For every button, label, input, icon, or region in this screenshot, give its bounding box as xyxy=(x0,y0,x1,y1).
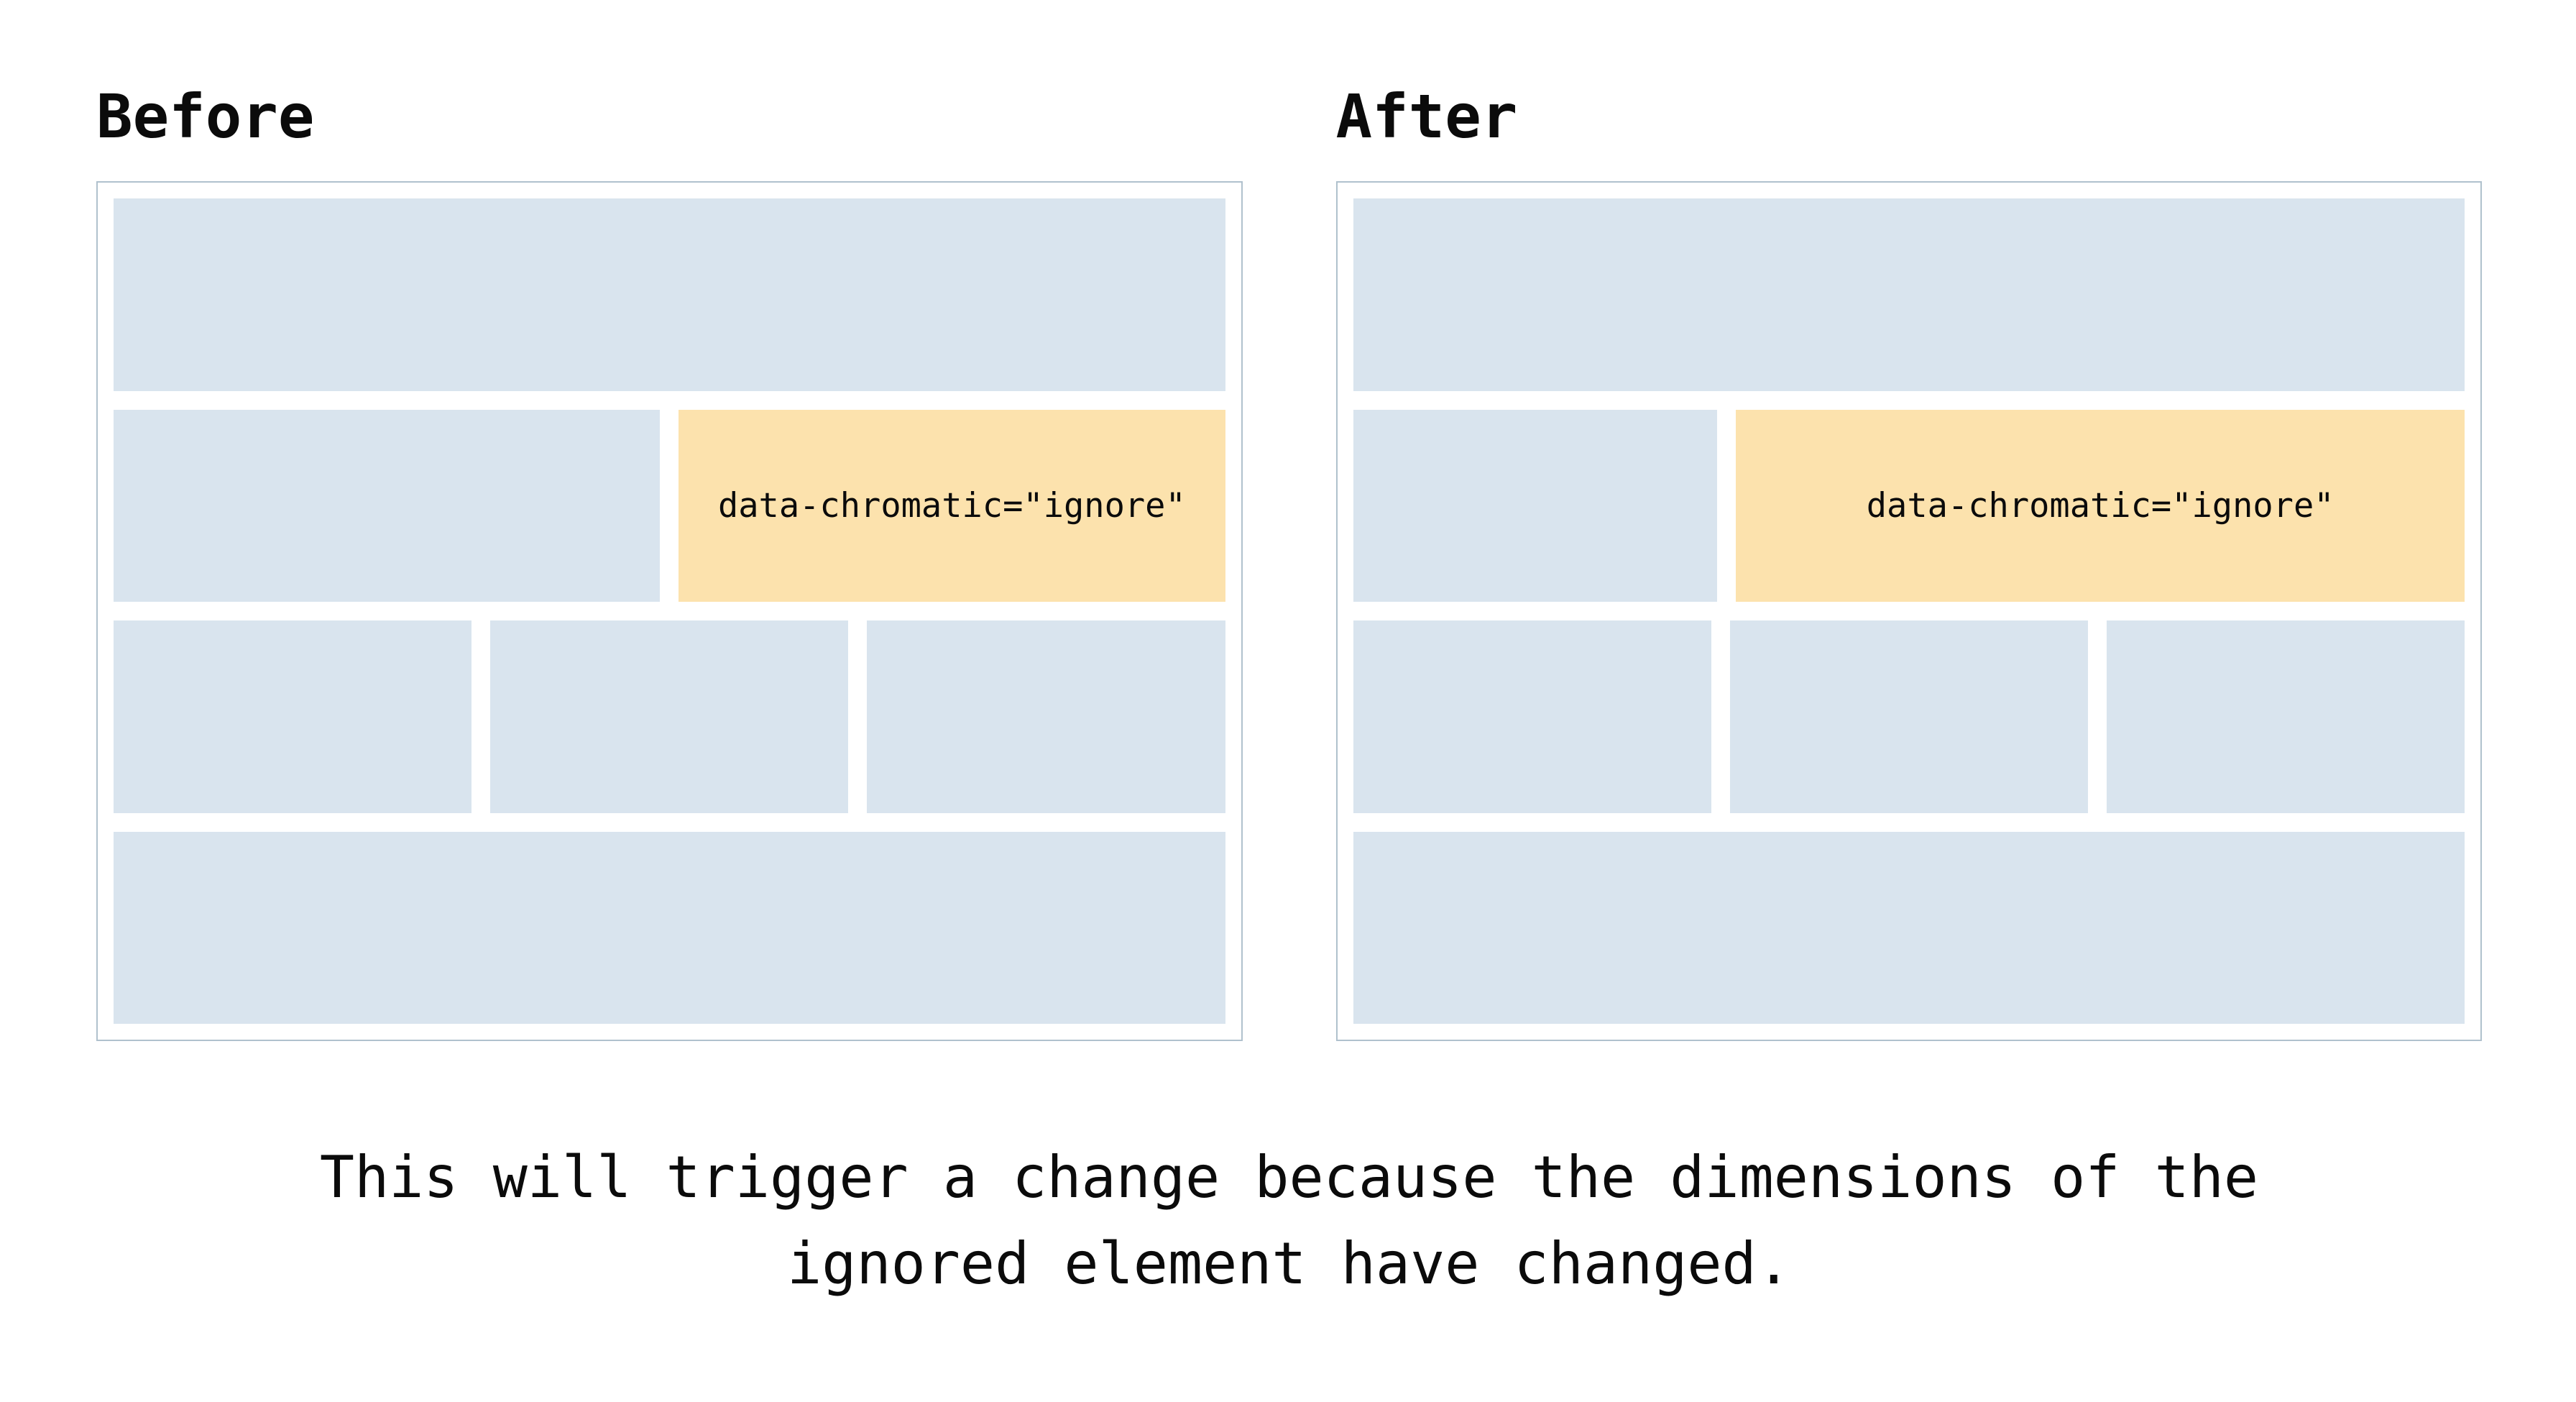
after-wireframe-panel: data-chromatic="ignore" xyxy=(1335,181,2482,1041)
panel-row-grid xyxy=(114,620,1225,813)
ignored-element: data-chromatic="ignore" xyxy=(1736,409,2465,602)
footer-block xyxy=(114,831,1225,1024)
grid-block xyxy=(1729,620,2088,813)
before-wireframe-panel: data-chromatic="ignore" xyxy=(96,181,1243,1041)
panel-row-grid xyxy=(1353,620,2465,813)
grid-block xyxy=(867,620,1225,813)
panel-row-header xyxy=(114,198,1225,391)
grid-block xyxy=(1353,620,1711,813)
panel-row-footer xyxy=(114,831,1225,1024)
after-title: After xyxy=(1335,81,1518,152)
panel-row-ignore: data-chromatic="ignore" xyxy=(114,409,1225,602)
header-block xyxy=(114,198,1225,391)
panel-row-header xyxy=(1353,198,2465,391)
content-block xyxy=(1353,409,1718,602)
ignore-attribute-label: data-chromatic="ignore" xyxy=(1866,485,2334,526)
before-title: Before xyxy=(96,81,315,152)
figure-caption: This will trigger a change because the d… xyxy=(319,1144,2259,1297)
panel-row-ignore: data-chromatic="ignore" xyxy=(1353,409,2465,602)
footer-block xyxy=(1353,831,2465,1024)
grid-block xyxy=(490,620,849,813)
ignored-element: data-chromatic="ignore" xyxy=(678,409,1225,602)
comparison-panels: Before data-chromatic="ignore" xyxy=(96,86,2482,1041)
ignore-attribute-label: data-chromatic="ignore" xyxy=(717,485,1186,526)
content-block xyxy=(114,409,661,602)
header-block xyxy=(1353,198,2465,391)
grid-block xyxy=(114,620,472,813)
before-after-figure: Before data-chromatic="ignore" xyxy=(96,86,2482,1297)
before-column: Before data-chromatic="ignore" xyxy=(96,86,1243,1041)
grid-block xyxy=(2106,620,2465,813)
panel-row-footer xyxy=(1353,831,2465,1024)
after-column: After data-chromatic="ignore" xyxy=(1335,81,2482,1041)
